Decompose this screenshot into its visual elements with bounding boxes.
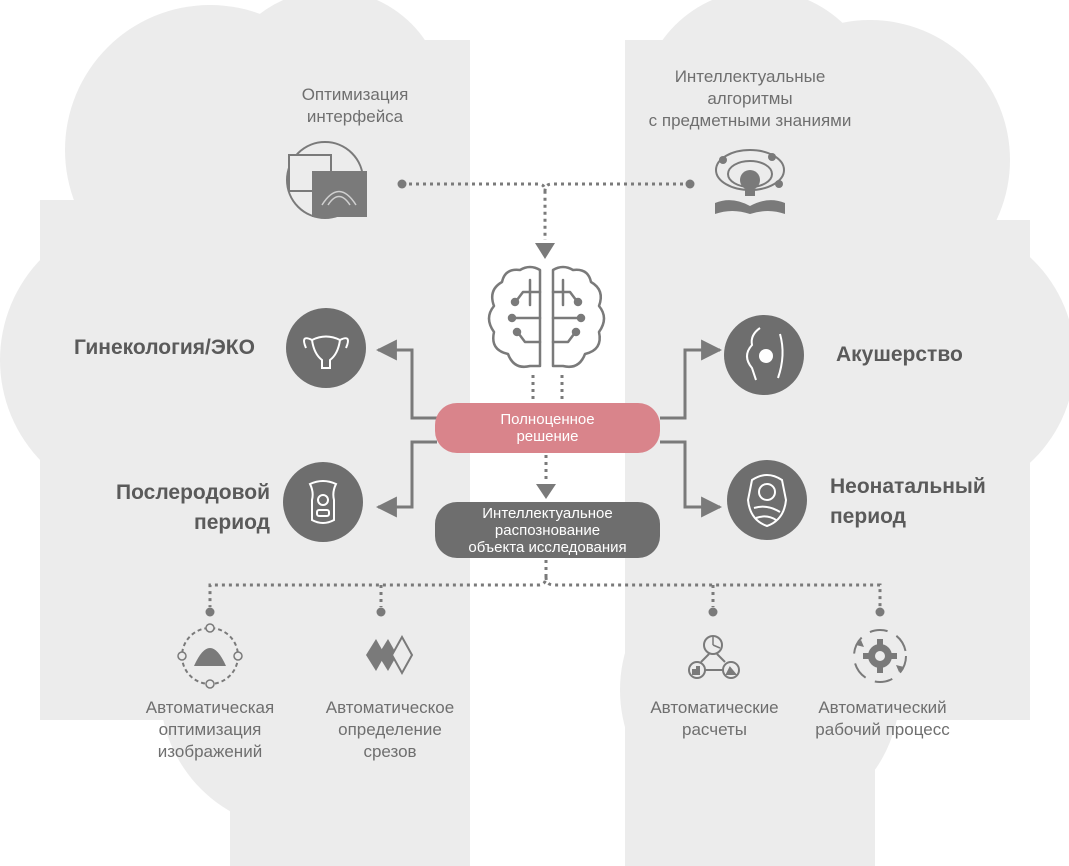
object-recognition-pill: Интеллектуальное распознование объекта и… [435, 502, 660, 558]
auto-image-optimization-label: Автоматическая оптимизация изображений [145, 698, 275, 761]
auto-slice-detection-label: Автоматическое определение срезов [325, 698, 455, 761]
gynecology-circle [286, 308, 366, 388]
arrow-down-icon [535, 243, 555, 259]
smart-algorithms-label: Интеллектуальные алгоритмы с предметными… [648, 67, 852, 130]
uterus-icon [303, 335, 349, 369]
obstetrics-label: Акушерство [836, 343, 963, 366]
pregnancy-icon [746, 327, 784, 381]
interface-icon [286, 141, 367, 219]
gynecology-label: Гинекология/ЭКО [74, 336, 255, 359]
calculations-icon [688, 635, 740, 679]
arrow-down-icon [536, 484, 556, 499]
top-connectors [402, 182, 690, 240]
connector-dot [397, 179, 407, 189]
auto-workflow-label: Автоматический рабочий процесс [815, 698, 950, 739]
category-connectors [375, 339, 723, 518]
baby-icon [746, 474, 788, 528]
auto-calculations-label: Автоматические расчеты [650, 698, 779, 739]
brain-connectors [531, 375, 564, 483]
bottom-connectors [208, 560, 882, 607]
complete-solution-pill: Полноценное решение [435, 403, 660, 453]
knowledge-icon [715, 149, 785, 214]
slice-detection-icon [366, 634, 414, 676]
image-optimization-icon [177, 623, 243, 689]
postpartum-label: Послеродовой период [116, 481, 270, 534]
connector-dot [685, 179, 695, 189]
workflow-gear-icon [853, 629, 907, 683]
postpartum-circle [283, 462, 363, 542]
bottom-dots [205, 607, 885, 617]
neonatal-label: Неонатальный период [830, 475, 986, 528]
brain-icon [487, 265, 606, 368]
interface-optimization-label: Оптимизация интерфейса [301, 85, 409, 126]
left-cloud-shape [0, 0, 470, 866]
ultrasound-probe-icon [308, 480, 338, 524]
